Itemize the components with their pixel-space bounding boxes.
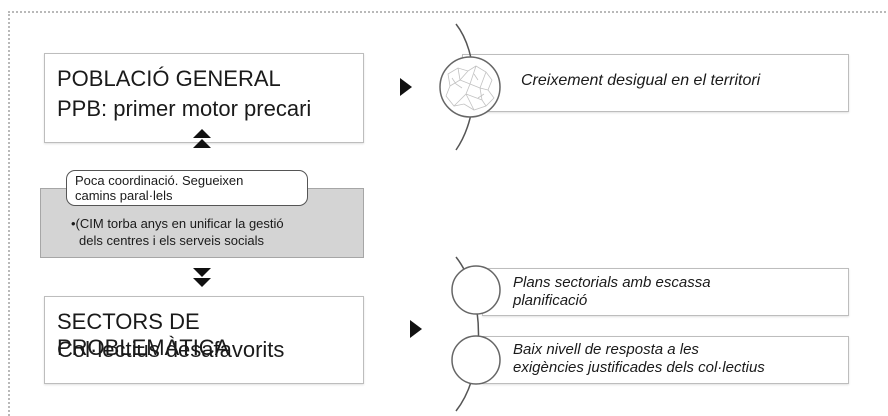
bullet-text-line2: dels centres i els serveis socials (79, 233, 264, 248)
problem-sectors-title: SECTORS DE PROBLEMÀTICA (57, 309, 230, 360)
coordination-label: Poca coordinació. Segueixen camins paral… (66, 170, 308, 206)
problem-sectors-box: SECTORS DE PROBLEMÀTICA Col·lectius desa… (44, 296, 364, 384)
circle-icon (451, 335, 501, 385)
general-population-title: POBLACIÓ GENERAL (57, 66, 281, 91)
response-level-box: Baix nivell de resposta a les exigències… (482, 336, 849, 384)
dotted-border-left (8, 11, 10, 416)
coordination-label-line2: camins paral·lels (75, 188, 173, 203)
dotted-border-top (8, 11, 886, 13)
double-down-arrow-icon (193, 268, 211, 288)
bullet-text-line1: •(CIM torba anys en unificar la gestió (71, 216, 284, 231)
territory-growth-box: Creixement desigual en el territori (462, 54, 849, 112)
general-population-subtitle: PPB: primer motor precari (57, 96, 312, 121)
map-icon (439, 23, 501, 151)
double-up-arrow-icon (193, 129, 211, 149)
sectoral-plans-box: Plans sectorials amb escassa planificaci… (482, 268, 849, 316)
arrow-right-icon (410, 320, 422, 338)
general-population-box: POBLACIÓ GENERAL PPB: primer motor preca… (44, 53, 364, 143)
response-level-line2: exigències justificades dels col·lectius (513, 359, 765, 376)
arrow-right-icon (400, 78, 412, 96)
sectoral-plans-line2: planificació (513, 292, 588, 309)
coordination-label-line1: Poca coordinació. Segueixen (75, 173, 244, 188)
sectoral-plans-line1: Plans sectorials amb escassa (513, 274, 711, 291)
problem-sectors-subtitle: Col·lectius desafavorits (57, 337, 285, 362)
territory-growth-text: Creixement desigual en el territori (521, 72, 761, 89)
circle-icon (451, 265, 501, 315)
response-level-line1: Baix nivell de resposta a les (513, 341, 699, 358)
